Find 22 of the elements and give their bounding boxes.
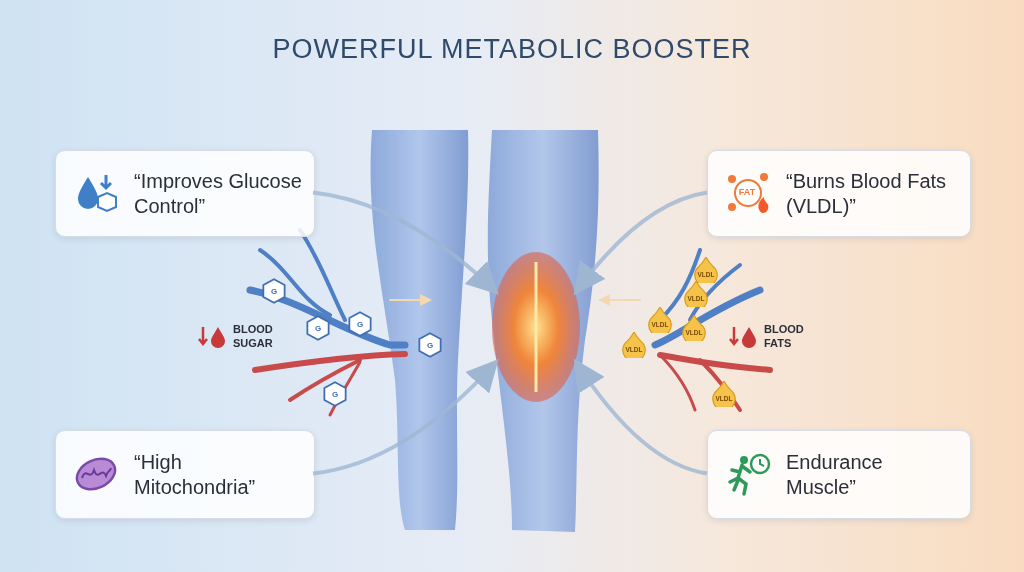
text-card [707, 430, 971, 519]
arrow [573, 190, 708, 296]
arrow [312, 190, 499, 295]
glucose-hexagon-marker: G [347, 311, 373, 337]
calf-muscle-picture [492, 252, 580, 402]
arrow [573, 358, 708, 476]
glucose-hexagon-marker: G [322, 381, 348, 407]
icon-text: FAT [737, 186, 757, 199]
glucose-hexagon-marker: G [261, 278, 287, 304]
side-label: BLOOD FATS [764, 322, 805, 350]
card-text: “Improves Glucose Control” [134, 168, 303, 219]
glucose-hexagon-marker: G [417, 332, 443, 358]
card-text: Endurance Muscle” [786, 449, 884, 500]
text-card [707, 150, 971, 237]
glucose-hexagon-marker: G [305, 315, 331, 341]
arrow [312, 359, 499, 476]
side-label: BLOOD SUGAR [233, 322, 274, 350]
text-card [55, 430, 315, 519]
card-text: “High Mitochondria” [134, 449, 257, 500]
text-card [55, 150, 315, 237]
title: POWERFUL METABOLIC BOOSTER [271, 34, 753, 65]
card-text: “Burns Blood Fats (VLDL)” [786, 168, 948, 219]
